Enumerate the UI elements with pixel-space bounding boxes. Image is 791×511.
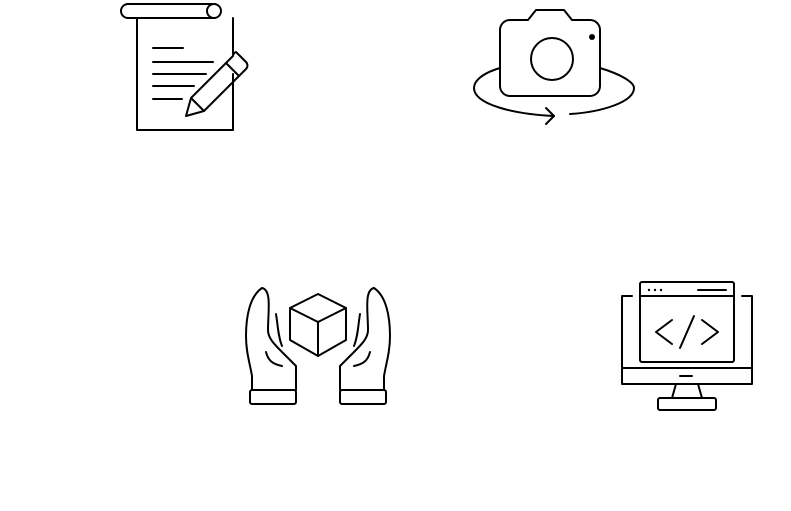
document-pencil-icon bbox=[118, 2, 252, 132]
code-monitor-icon-svg bbox=[621, 281, 753, 411]
hands-holding-box-icon-svg bbox=[245, 287, 391, 405]
camera-rotate-icon bbox=[472, 8, 636, 128]
camera-rotate-icon-svg bbox=[473, 9, 635, 125]
code-monitor-icon bbox=[618, 280, 756, 414]
document-pencil-icon-svg bbox=[120, 3, 249, 131]
hands-holding-box-icon bbox=[242, 286, 394, 408]
